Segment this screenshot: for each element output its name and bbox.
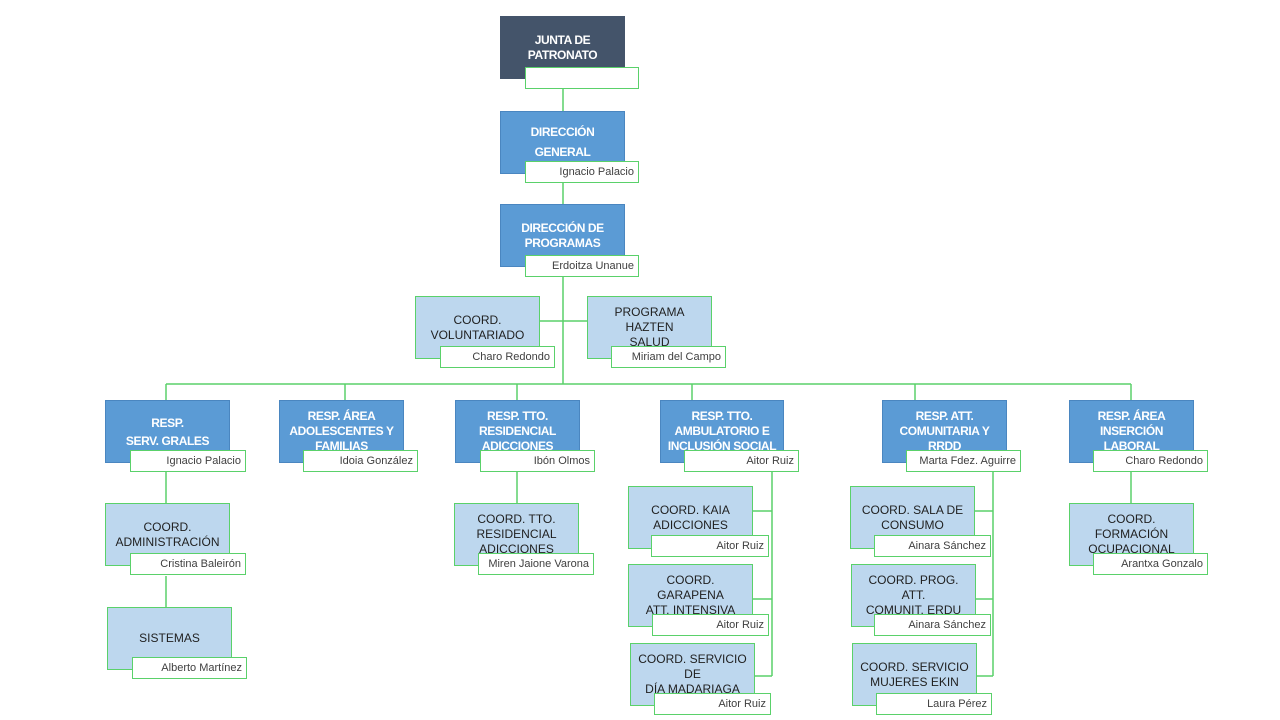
sistemas-name: Alberto Martínez — [132, 657, 247, 679]
resp-adolescentes-title: RESP. ÁREA ADOLESCENTES Y FAMILIAS — [289, 409, 394, 453]
direccion-general-name: Ignacio Palacio — [525, 161, 639, 183]
coord-voluntariado-name: Charo Redondo — [440, 346, 555, 368]
resp-insercion-title: RESP. ÁREA INSERCIÓN LABORAL — [1097, 409, 1166, 453]
coord-residencial-title: COORD. TTO. RESIDENCIAL ADICCIONES — [476, 512, 557, 556]
direccion-general-title: DIRECCIÓN GENERAL — [530, 125, 595, 159]
coord-garapena-title: COORD. GARAPENA ATT. INTENSIVA — [645, 573, 736, 617]
coord-kaia-name: Aitor Ruiz — [651, 535, 769, 557]
coord-administracion-name: Cristina Baleirón — [130, 553, 246, 575]
coord-garapena-name: Aitor Ruiz — [652, 614, 769, 636]
coord-voluntariado-title: COORD. VOLUNTARIADO — [430, 312, 525, 342]
direccion-programas-name: Erdoitza Unanue — [525, 255, 639, 277]
coord-consumo-name: Ainara Sánchez — [874, 535, 991, 557]
resp-comunitaria-name: Marta Fdez. Aguirre — [906, 450, 1021, 472]
coord-madariaga-name: Aitor Ruiz — [654, 693, 771, 715]
resp-adolescentes-name: Idoia González — [303, 450, 418, 472]
resp-ambulatorio-title: RESP. TTO. AMBULATORIO E INCLUSIÓN SOCIA… — [667, 409, 777, 453]
coord-administracion-title: COORD. ADMINISTRACIÓN — [115, 519, 220, 549]
coord-formacion-name: Arantxa Gonzalo — [1093, 553, 1208, 575]
coord-ekin-name: Laura Pérez — [876, 693, 992, 715]
resp-residencial-name: Ibón Olmos — [480, 450, 595, 472]
resp-ambulatorio-name: Aitor Ruiz — [684, 450, 799, 472]
junta-patronato-title: JUNTA DE PATRONATO — [527, 32, 598, 62]
coord-erdu-name: Ainara Sánchez — [874, 614, 991, 636]
resp-comunitaria-title: RESP. ATT. COMUNITARIA Y RRDD — [899, 409, 990, 453]
coord-kaia-title: COORD. KAIA ADICCIONES — [651, 502, 730, 532]
resp-serv-grales-name: Ignacio Palacio — [130, 450, 246, 472]
resp-residencial-title: RESP. TTO. RESIDENCIAL ADICCIONES — [479, 409, 556, 453]
junta-patronato-name — [525, 67, 639, 89]
resp-insercion-box: RESP. ÁREA INSERCIÓN LABORAL — [1069, 400, 1194, 463]
coord-consumo-title: COORD. SALA DE CONSUMO — [861, 502, 964, 532]
resp-insercion-name: Charo Redondo — [1093, 450, 1208, 472]
sistemas-title: SISTEMAS — [139, 631, 200, 645]
coord-madariaga-title: COORD. SERVICIO DE DÍA MADARIAGA — [638, 652, 747, 696]
coord-residencial-box: COORD. TTO. RESIDENCIAL ADICCIONES — [454, 503, 579, 566]
coord-formacion-title: COORD. FORMACIÓN OCUPACIONAL — [1088, 512, 1175, 556]
resp-serv-grales-title: RESP. SERV. GRALES — [125, 415, 210, 448]
coord-residencial-name: Miren Jaione Varona — [478, 553, 594, 575]
coord-ekin-title: COORD. SERVICIO MUJERES EKIN — [860, 659, 969, 689]
coord-erdu-title: COORD. PROG. ATT. COMUNIT. ERDU — [865, 573, 962, 617]
programa-hazten-name: Miriam del Campo — [611, 346, 726, 368]
direccion-programas-title: DIRECCIÓN DE PROGRAMAS — [521, 220, 604, 250]
programa-hazten-title: PROGRAMA HAZTEN SALUD — [614, 305, 685, 349]
